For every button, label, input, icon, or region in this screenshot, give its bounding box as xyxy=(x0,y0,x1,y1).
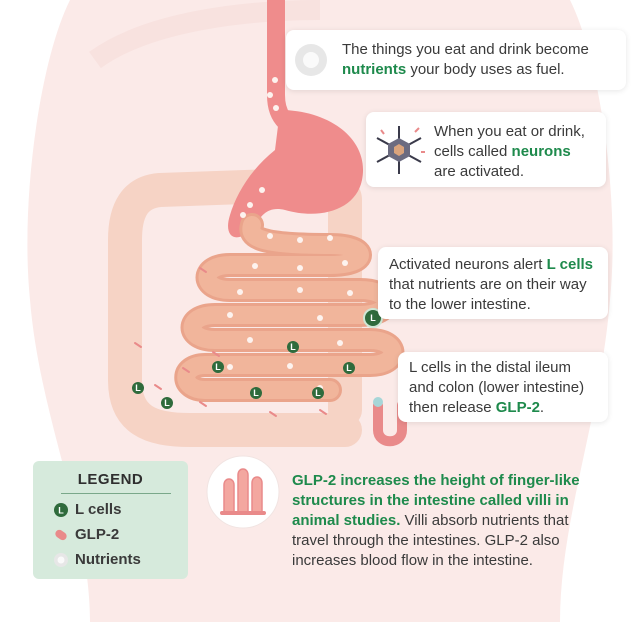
svg-text:L: L xyxy=(315,388,321,398)
highlight-neurons: neurons xyxy=(511,143,571,160)
l-cell: L xyxy=(132,382,144,394)
svg-text:L: L xyxy=(215,362,221,372)
l-cell: L xyxy=(212,361,224,373)
callout-nutrients: The things you eat and drink become nutr… xyxy=(286,30,626,90)
svg-text:L: L xyxy=(290,342,296,352)
l-cell-icon: L xyxy=(54,502,68,517)
svg-text:L: L xyxy=(135,383,141,393)
highlight-nutrients: nutrients xyxy=(342,61,407,78)
legend-item-nutrients: Nutrients xyxy=(53,551,141,568)
glp2-dashes xyxy=(134,267,327,417)
callout-nutrients-line1: The things you eat and drink become xyxy=(342,41,589,58)
l-cell: L xyxy=(161,397,173,409)
glp2-tube xyxy=(373,400,407,447)
svg-text:L: L xyxy=(370,313,376,323)
callout-l-cells: Activated neurons alert L cells that nut… xyxy=(378,247,608,319)
nutrient-dots xyxy=(227,77,353,391)
glp2-icon xyxy=(55,529,67,540)
svg-text:L: L xyxy=(253,388,259,398)
l-cell: L xyxy=(312,387,324,399)
highlight-l-cells: L cells xyxy=(546,256,594,273)
neuron-icon xyxy=(376,126,425,174)
legend-item-l-cells: L L cells xyxy=(53,501,121,518)
glp2-tube-cap xyxy=(373,397,383,407)
l-cells: L L L L L L L L xyxy=(132,308,383,409)
body-outline xyxy=(89,0,321,69)
svg-text:L: L xyxy=(346,363,352,373)
callout-glp2-release: L cells in the distal ileum and colon (l… xyxy=(398,352,608,422)
villi-icon xyxy=(206,455,280,529)
legend-divider xyxy=(61,493,171,494)
legend: LEGEND L L cells GLP-2 Nutrients xyxy=(33,461,188,579)
svg-text:L: L xyxy=(164,398,170,408)
highlight-glp2: GLP-2 xyxy=(495,399,540,416)
svg-text:L: L xyxy=(58,505,64,515)
nutrient-icon xyxy=(54,552,68,567)
l-cell: L xyxy=(250,387,262,399)
callout-neurons: When you eat or drink, cells called neur… xyxy=(366,112,606,187)
legend-item-glp2: GLP-2 xyxy=(53,526,119,543)
villi-description: GLP-2 increases the height of finger-lik… xyxy=(292,472,580,569)
legend-title: LEGEND xyxy=(77,471,144,488)
nutrient-icon xyxy=(295,44,327,76)
l-cell: L xyxy=(287,341,299,353)
stomach xyxy=(228,110,364,238)
l-cell: L xyxy=(343,362,355,374)
